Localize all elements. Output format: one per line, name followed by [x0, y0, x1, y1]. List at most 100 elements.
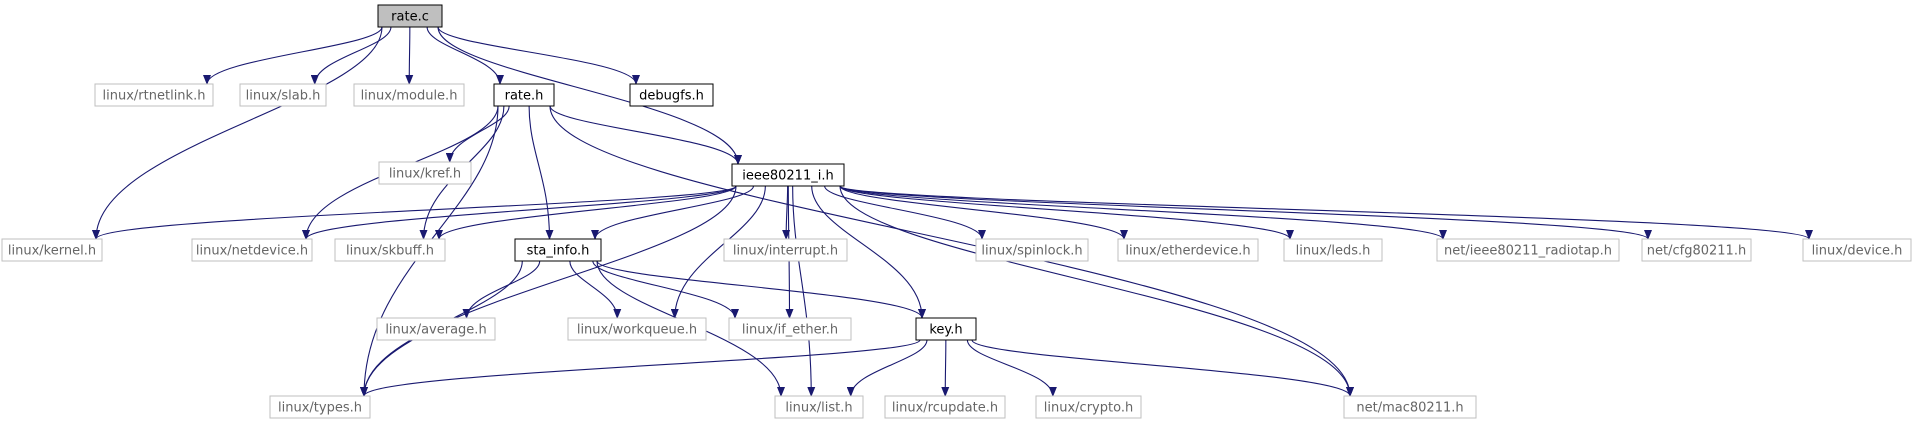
- edge-rate-h-to-ieee80211-i: [549, 105, 742, 165]
- node-label: linux/kref.h: [389, 167, 461, 182]
- node-box: [378, 161, 472, 185]
- edge-sta-info-to-if-ether: [592, 260, 739, 319]
- node-label: key.h: [929, 323, 962, 338]
- edge-ieee80211-i-to-netdevice: [302, 185, 737, 240]
- node-types: linux/types.h: [269, 395, 371, 419]
- node-list: linux/list.h: [774, 395, 864, 419]
- node-label: linux/interrupt.h: [733, 244, 838, 259]
- edge-key-h-to-rcupdate: [941, 339, 950, 397]
- node-workqueue: linux/workqueue.h: [567, 317, 707, 341]
- node-box: [1035, 395, 1142, 419]
- node-box: [731, 163, 845, 187]
- node-sta-info[interactable]: sta_info.h: [514, 238, 602, 262]
- edge-ieee80211-i-to-sta-info: [591, 185, 755, 240]
- node-box: [493, 83, 555, 107]
- edge-rate-c-to-ieee80211-i: [437, 26, 742, 165]
- node-box: [629, 83, 714, 107]
- node-label: linux/types.h: [278, 401, 362, 416]
- node-label: ieee80211_i.h: [742, 169, 833, 184]
- node-label: linux/module.h: [361, 89, 458, 104]
- edge-rate-h-to-sta-info: [528, 105, 554, 240]
- node-label: net/mac80211.h: [1356, 401, 1463, 416]
- edge-ieee80211-i-to-leds: [839, 185, 1294, 240]
- node-label: linux/spinlock.h: [981, 244, 1082, 259]
- node-rcupdate: linux/rcupdate.h: [884, 395, 1006, 419]
- node-label: linux/etherdevice.h: [1125, 244, 1250, 259]
- node-device: linux/device.h: [1802, 238, 1912, 262]
- node-box: [334, 238, 446, 262]
- node-key-h[interactable]: key.h: [915, 317, 977, 341]
- node-box: [377, 4, 443, 28]
- edge-rate-h-to-kref: [445, 105, 510, 163]
- node-slab: linux/slab.h: [239, 83, 327, 107]
- edge-ieee80211-i-to-radiotap: [839, 185, 1447, 240]
- node-netdevice: linux/netdevice.h: [191, 238, 313, 262]
- node-label: linux/device.h: [1812, 244, 1903, 259]
- edge-rate-c-to-slab: [310, 26, 392, 85]
- node-box: [1641, 238, 1752, 262]
- edge-ieee80211-i-to-interrupt: [782, 185, 791, 240]
- node-label: linux/skbuff.h: [346, 244, 434, 259]
- node-box: [376, 317, 496, 341]
- node-kref: linux/kref.h: [378, 161, 472, 185]
- node-mac80211: net/mac80211.h: [1343, 395, 1477, 419]
- edge-ieee80211-i-to-cfg80211: [839, 185, 1652, 240]
- node-label: linux/netdevice.h: [196, 244, 308, 259]
- node-box: [269, 395, 371, 419]
- node-label: linux/leds.h: [1296, 244, 1371, 259]
- edge-ieee80211-i-to-mac80211: [839, 185, 1354, 397]
- node-rtnetlink: linux/rtnetlink.h: [94, 83, 214, 107]
- edge-ieee80211-i-to-device: [839, 185, 1813, 240]
- node-box: [514, 238, 602, 262]
- node-box: [728, 317, 852, 341]
- node-box: [774, 395, 864, 419]
- node-label: linux/crypto.h: [1044, 401, 1133, 416]
- node-label: net/cfg80211.h: [1647, 244, 1746, 259]
- node-radiotap: net/ieee80211_radiotap.h: [1436, 238, 1620, 262]
- node-module: linux/module.h: [353, 83, 465, 107]
- node-skbuff: linux/skbuff.h: [334, 238, 446, 262]
- edge-rate-c-to-rate-h: [426, 26, 504, 85]
- node-box: [884, 395, 1006, 419]
- node-box: [723, 238, 848, 262]
- edge-key-h-to-types: [360, 339, 921, 397]
- node-spinlock: linux/spinlock.h: [975, 238, 1089, 262]
- edge-key-h-to-crypto: [966, 339, 1057, 397]
- node-box: [353, 83, 465, 107]
- node-leds: linux/leds.h: [1283, 238, 1383, 262]
- node-if-ether: linux/if_ether.h: [728, 317, 852, 341]
- node-label: linux/rtnetlink.h: [103, 89, 206, 104]
- node-label: rate.c: [391, 10, 429, 25]
- node-box: [1283, 238, 1383, 262]
- edge-rate-h-to-mac80211: [549, 105, 1354, 397]
- node-average: linux/average.h: [376, 317, 496, 341]
- node-label: sta_info.h: [527, 244, 590, 259]
- node-box: [1436, 238, 1620, 262]
- edge-key-h-to-list: [846, 339, 928, 397]
- node-cfg80211: net/cfg80211.h: [1641, 238, 1752, 262]
- node-box: [1, 238, 103, 262]
- edge-ieee80211-i-to-list: [792, 185, 816, 397]
- node-debugfs[interactable]: debugfs.h: [629, 83, 714, 107]
- edge-rate-c-to-kernel: [92, 26, 383, 240]
- node-rate-c[interactable]: rate.c: [377, 4, 443, 28]
- node-label: linux/kernel.h: [8, 244, 96, 259]
- node-label: debugfs.h: [639, 89, 704, 104]
- node-box: [975, 238, 1089, 262]
- node-label: linux/rcupdate.h: [892, 401, 998, 416]
- node-box: [1343, 395, 1477, 419]
- edge-sta-info-to-workqueue: [569, 260, 622, 319]
- node-label: linux/average.h: [385, 323, 486, 338]
- node-rate-h[interactable]: rate.h: [493, 83, 555, 107]
- node-ieee80211-i[interactable]: ieee80211_i.h: [731, 163, 845, 187]
- node-layer: rate.c linux/rtnetlink.h linux/slab.h linux…: [1, 4, 1912, 419]
- node-box: [191, 238, 313, 262]
- edge-ieee80211-i-to-spinlock: [824, 185, 986, 240]
- edge-key-h-to-mac80211: [971, 339, 1354, 397]
- edge-rate-c-to-debugfs: [437, 26, 640, 85]
- node-box: [1802, 238, 1912, 262]
- edge-rate-c-to-module: [405, 26, 414, 85]
- node-label: linux/workqueue.h: [577, 323, 697, 338]
- node-label: linux/if_ether.h: [742, 323, 838, 338]
